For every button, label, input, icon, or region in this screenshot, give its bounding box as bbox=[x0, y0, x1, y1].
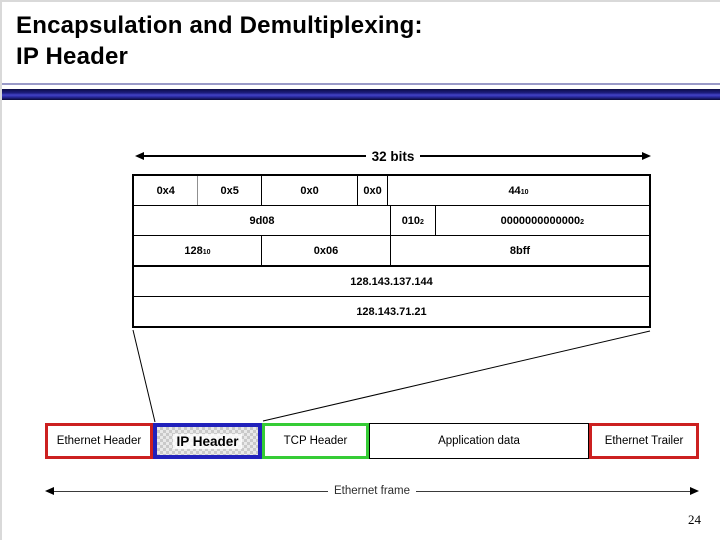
table-row-5: 128.143.71.21 bbox=[134, 296, 649, 326]
tcp-header-label: TCP Header bbox=[283, 435, 348, 447]
title-line-1: Encapsulation and Demultiplexing: bbox=[16, 12, 423, 39]
field-value: 0x5 bbox=[220, 184, 239, 197]
ip-field-version: 0x4 bbox=[134, 176, 197, 205]
field-value: 128 bbox=[184, 244, 203, 257]
title-divider-bar bbox=[2, 89, 720, 100]
bits-width-arrow: 32 bits bbox=[135, 148, 651, 164]
ethernet-frame-arrow: Ethernet frame bbox=[45, 484, 700, 498]
ip-header-label: IP Header bbox=[173, 433, 242, 449]
ethernet-header-box: Ethernet Header bbox=[45, 423, 153, 459]
field-value: 128.143.71.21 bbox=[356, 305, 427, 318]
ip-field-source-address: 128.143.137.144 bbox=[134, 267, 649, 296]
ip-field-header-length: 0x5 bbox=[197, 176, 260, 205]
application-data-box: Application data bbox=[369, 423, 589, 459]
arrow-line bbox=[144, 155, 366, 157]
ip-field-dscp: 0x0 bbox=[260, 176, 357, 205]
arrow-line bbox=[54, 490, 328, 492]
field-value: 0x06 bbox=[313, 244, 339, 257]
ethernet-frame-label: Ethernet frame bbox=[333, 485, 411, 497]
field-value: 44 bbox=[508, 184, 521, 197]
arrow-left-icon bbox=[135, 152, 144, 160]
field-value: 0000000000000 bbox=[500, 214, 581, 227]
arrow-right-icon bbox=[690, 487, 700, 495]
table-row-4: 128.143.137.144 bbox=[134, 265, 649, 296]
ip-field-destination-address: 128.143.71.21 bbox=[134, 297, 649, 326]
arrow-left-icon bbox=[45, 487, 54, 495]
field-value: 8bff bbox=[509, 244, 531, 257]
title-line-2: IP Header bbox=[16, 43, 129, 70]
field-value: 128.143.137.144 bbox=[350, 275, 433, 288]
ip-field-ecn: 0x0 bbox=[357, 176, 387, 205]
arrow-line bbox=[416, 490, 691, 492]
ethernet-trailer-label: Ethernet Trailer bbox=[604, 435, 684, 447]
connector-line-left bbox=[132, 329, 156, 423]
application-data-label: Application data bbox=[438, 435, 520, 447]
tcp-header-box: TCP Header bbox=[262, 423, 369, 459]
field-value: 0x4 bbox=[156, 184, 175, 197]
field-value: 0x0 bbox=[300, 184, 319, 197]
ip-header-box: IP Header bbox=[153, 423, 262, 459]
arrow-line bbox=[420, 155, 642, 157]
ethernet-header-label: Ethernet Header bbox=[56, 435, 142, 447]
connector-line-right bbox=[262, 330, 651, 422]
bits-width-label: 32 bits bbox=[371, 148, 415, 164]
page-number: 24 bbox=[688, 512, 701, 527]
field-value: 9d08 bbox=[249, 214, 275, 227]
field-value: 010 bbox=[401, 214, 421, 227]
ip-field-header-checksum: 8bff bbox=[389, 236, 649, 265]
field-value: 0x0 bbox=[363, 184, 382, 197]
title-divider-thin bbox=[2, 83, 720, 85]
page-title: Encapsulation and Demultiplexing: IP Hea… bbox=[16, 10, 706, 72]
ip-field-protocol: 0x06 bbox=[260, 236, 390, 265]
arrow-right-icon bbox=[642, 152, 651, 160]
ethernet-trailer-box: Ethernet Trailer bbox=[589, 423, 699, 459]
ip-field-identification: 9d08 bbox=[134, 206, 390, 235]
